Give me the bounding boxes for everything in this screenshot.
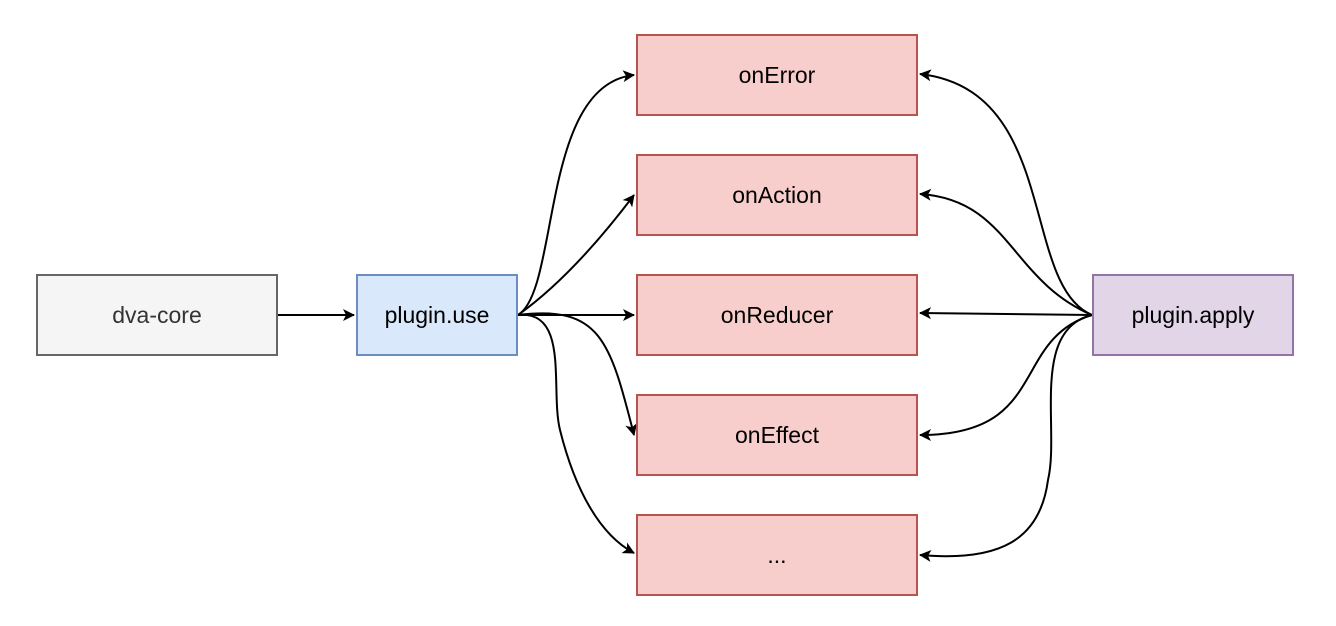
node-label: plugin.use [384, 301, 490, 328]
edge-apply-to-ellipsis [919, 314, 1093, 562]
node-label: onError [738, 61, 816, 88]
node-label: onEffect [735, 421, 819, 448]
node-label: dva-core [112, 301, 202, 328]
node-hook-ellipsis: ... [636, 514, 918, 596]
node-hook-oneffect: onEffect [636, 394, 918, 476]
node-label: onReducer [720, 301, 834, 328]
node-label: ... [767, 541, 787, 568]
edge-apply-to-onerror [919, 69, 1093, 316]
edge-apply-to-onreducer [919, 307, 1093, 320]
node-hook-onreducer: onReducer [636, 274, 918, 356]
node-plugin-use: plugin.use [356, 274, 518, 356]
node-label: onAction [732, 181, 822, 208]
node-label: plugin.apply [1131, 301, 1255, 328]
node-hook-onerror: onError [636, 34, 918, 116]
edge-apply-to-onaction [919, 188, 1093, 316]
node-plugin-apply: plugin.apply [1092, 274, 1294, 356]
node-dva-core: dva-core [36, 274, 278, 356]
node-hook-onaction: onAction [636, 154, 918, 236]
edge-use-to-oneffect [517, 312, 638, 436]
edge-use-to-ellipsis [517, 313, 635, 554]
edge-apply-to-oneffect [919, 314, 1093, 441]
edge-use-to-onerror [517, 70, 635, 316]
edge-use-to-onaction [517, 194, 635, 316]
